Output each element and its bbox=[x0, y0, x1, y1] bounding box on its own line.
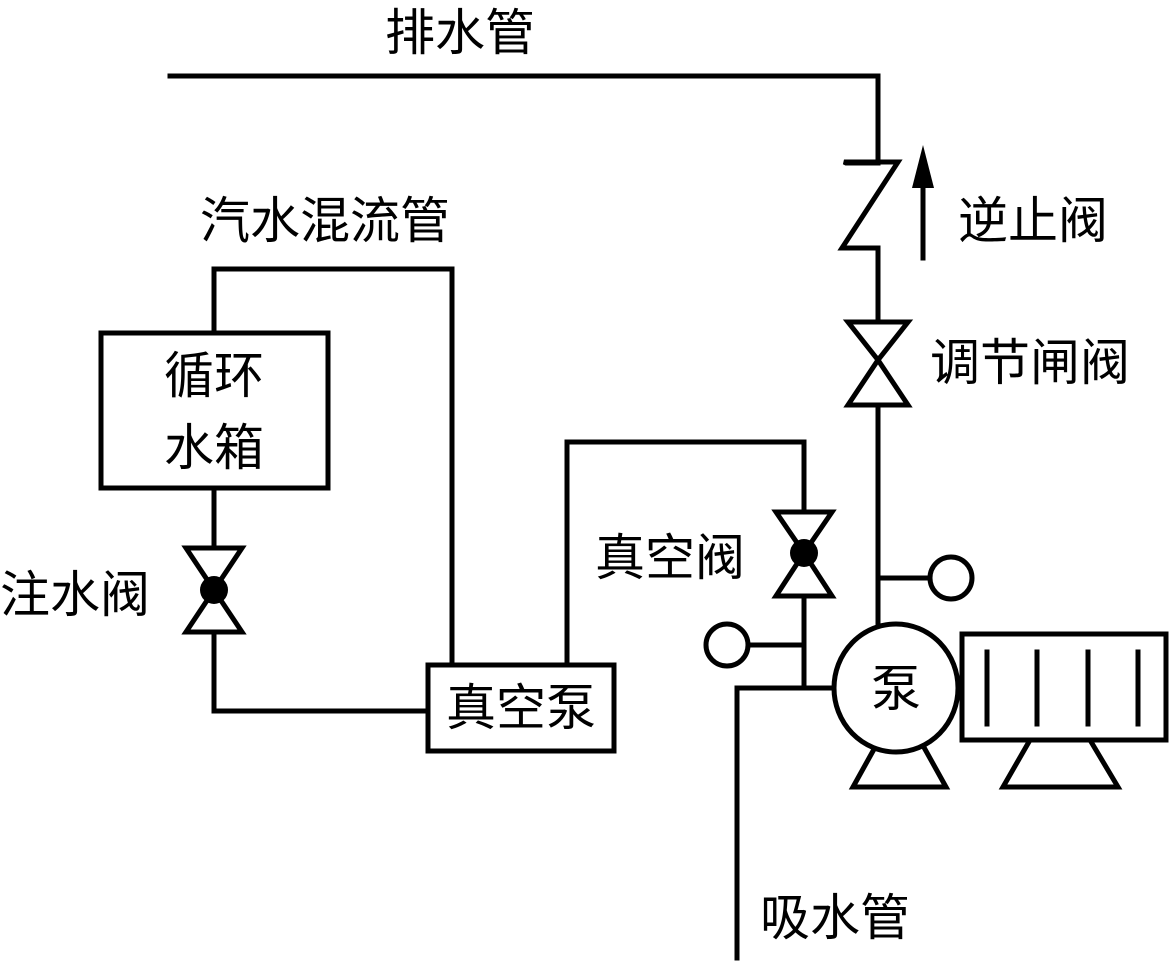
suction-pipe-label: 吸水管 bbox=[760, 889, 910, 947]
pump-label: 泵 bbox=[871, 660, 921, 718]
tank-label-line1: 循环 bbox=[164, 347, 264, 405]
vacuum-valve-icon bbox=[771, 509, 837, 599]
vacuum-gauge-icon bbox=[703, 621, 807, 669]
vacuum-pump bbox=[425, 662, 617, 754]
check-valve-icon bbox=[837, 157, 903, 255]
vacuum-valve-label: 真空阀 bbox=[595, 529, 745, 587]
fill-valve-icon bbox=[181, 545, 247, 635]
vacuum-line bbox=[564, 439, 807, 668]
mixed-flow-pipe-label: 汽水混流管 bbox=[200, 192, 450, 250]
regulating-gate-valve-label: 调节闸阀 bbox=[930, 334, 1130, 392]
tank-label-line2: 水箱 bbox=[164, 419, 264, 477]
gate-valve-icon bbox=[842, 319, 914, 408]
fill-valve-label: 注水阀 bbox=[0, 566, 150, 624]
vacuum-pump-label: 真空泵 bbox=[446, 679, 596, 737]
drain-pipe-label: 排水管 bbox=[385, 4, 535, 62]
motor-icon bbox=[959, 631, 1169, 790]
check-valve-label: 逆止阀 bbox=[958, 192, 1108, 250]
pressure-gauge-icon bbox=[875, 554, 975, 602]
fill-return-line bbox=[211, 629, 431, 714]
circulating-water-tank bbox=[98, 330, 331, 491]
up-arrow-icon bbox=[912, 145, 934, 261]
drain-pipe bbox=[167, 73, 881, 163]
suction-pipe bbox=[734, 685, 838, 961]
mixed-flow-pipe bbox=[211, 266, 455, 668]
pump bbox=[831, 621, 961, 755]
